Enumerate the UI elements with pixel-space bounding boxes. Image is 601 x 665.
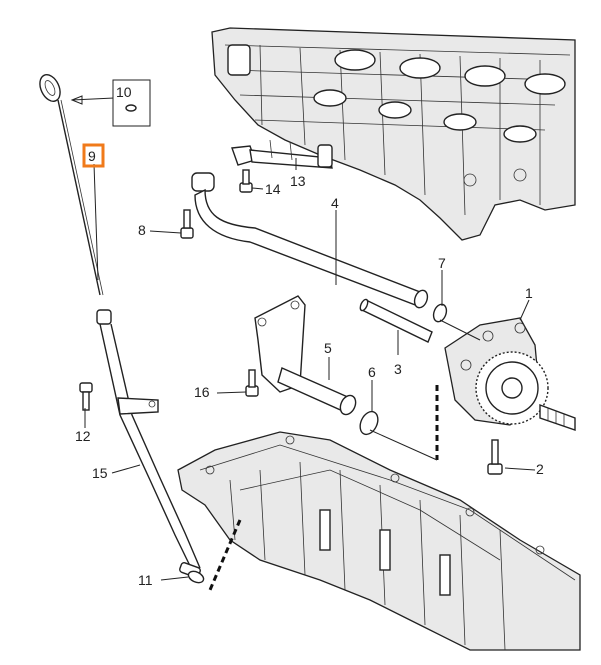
bolt-14 [239,169,253,193]
callout-14: 14 [265,181,281,197]
o-ring-6 [359,410,379,436]
callout-11: 11 [138,572,153,588]
callout-9-highlight [82,143,105,168]
callout-15: 15 [92,465,108,481]
seal-ring-11 [187,570,205,584]
oil-dipstick [39,74,104,296]
oil-pipe-4 [191,172,429,309]
dashed-guide-pan [208,519,242,591]
callout-16: 16 [194,384,210,400]
callout-6: 6 [368,364,376,380]
callout-8: 8 [138,222,146,238]
tube-3 [359,298,433,343]
bolt-12 [79,382,93,411]
callout-2: 2 [536,461,544,477]
callout-12: 12 [75,428,91,444]
callout-5: 5 [324,340,332,356]
oil-pump-1 [444,317,576,431]
oil-pan [177,431,581,651]
callout-10-box [112,79,151,127]
callout-3: 3 [394,361,402,377]
bolt-8 [180,209,194,239]
callout-7: 7 [438,255,446,271]
bolt-2 [487,439,503,475]
oil-pickup-5 [254,295,357,416]
callout-1: 1 [525,285,533,301]
callout-9: 9 [88,148,96,164]
bracket-13 [231,139,333,169]
callout-10: 10 [116,84,132,100]
dipstick-guide-tube [96,309,201,578]
engine-block [211,27,576,241]
o-ring-7 [432,303,448,323]
leader-lines [70,95,536,581]
callout-4: 4 [331,195,339,211]
callout-13: 13 [290,173,306,189]
bolt-16 [245,369,259,397]
